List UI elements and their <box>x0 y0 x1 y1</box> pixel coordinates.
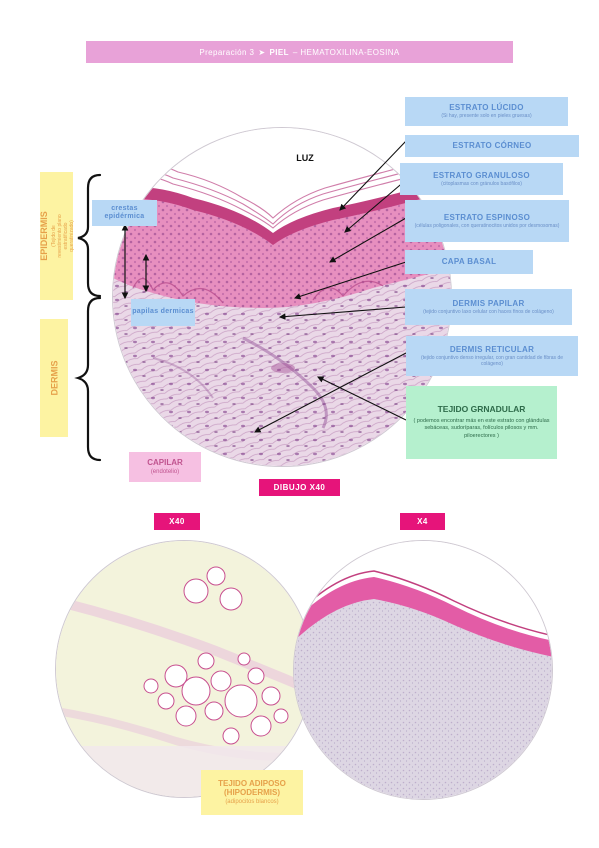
adipose-micrograph <box>55 540 313 798</box>
header-subtitle: – HEMATOXILINA-EOSINA <box>292 47 400 57</box>
label-epidermis: EPIDERMIS (Tejido de revestimiento plano… <box>38 172 75 300</box>
label-tejido-glandular: TEJIDO GRNADULAR ( podemos encontrar más… <box>406 386 557 459</box>
dermis-papilar-sub: (tejido conjuntivo laxo celular con hace… <box>423 308 554 315</box>
epidermis-title: EPIDERMIS <box>38 211 49 261</box>
estrato-lucido-title: ESTRATO LÚCIDO <box>449 103 524 113</box>
capa-basal-title: CAPA BASAL <box>441 257 497 267</box>
dermis-brace <box>74 296 102 462</box>
header-title: PIEL <box>269 47 289 57</box>
label-estrato-granuloso: ESTRATO GRANULOSO (citoplasmas con gránu… <box>400 163 563 195</box>
label-capilar: CAPILAR (endotelio) <box>129 452 201 482</box>
tejido-adiposo-title2: (HIPODERMIS) <box>224 788 280 798</box>
header-arrow: ➤ <box>258 47 266 57</box>
page-header: Preparación 3 ➤ PIEL – HEMATOXILINA-EOSI… <box>86 41 513 63</box>
x4-text: X4 <box>417 516 428 526</box>
tejido-adiposo-title: TEJIDO ADIPOSO <box>218 778 286 788</box>
tejido-glandular-title: TEJIDO GRNADULAR <box>437 403 526 414</box>
tag-x4: X4 <box>400 513 445 530</box>
estrato-espinoso-sub: (células poligonales, con queratinocitos… <box>414 222 560 229</box>
label-dermis-reticular: DERMIS RETICULAR (tejido conjuntivo dens… <box>406 336 578 376</box>
label-estrato-corneo: ESTRATO CÓRNEO <box>405 135 579 157</box>
papilas-title: papilas dermicas <box>132 308 194 316</box>
estrato-espinoso-title: ESTRATO ESPINOSO <box>443 212 531 222</box>
capilar-sub: (endotelio) <box>150 469 180 476</box>
epidermis-sub: (Tejido de revestimiento plano estratifi… <box>50 214 75 258</box>
dermis-title: DERMIS <box>49 360 60 396</box>
estrato-corneo-title: ESTRATO CÓRNEO <box>452 141 532 151</box>
label-estrato-lucido: ESTRATO LÚCIDO (Si hay, presente solo en… <box>405 97 568 126</box>
tag-dibujo-x40: DIBUJO X40 <box>259 479 340 496</box>
estrato-lucido-sub: (Si hay, presente solo en pieles gruesas… <box>441 113 532 120</box>
header-prefix: Preparación 3 <box>199 47 255 57</box>
dermis-reticular-title: DERMIS RETICULAR <box>449 344 535 354</box>
dibujo-x40-text: DIBUJO X40 <box>273 482 326 492</box>
label-papilas: papilas dermicas <box>131 299 195 326</box>
dermis-papilar-title: DERMIS PAPILAR <box>452 298 525 308</box>
epidermis-brace <box>77 173 102 298</box>
crestas-title: crestas epidérmica <box>104 204 145 220</box>
label-dermis-papilar: DERMIS PAPILAR (tejido conjuntivo laxo c… <box>405 289 572 325</box>
label-crestas: crestas epidérmica <box>92 200 157 226</box>
label-estrato-espinoso: ESTRATO ESPINOSO (células poligonales, c… <box>405 200 569 242</box>
x40-text: X40 <box>169 516 185 526</box>
capilar-title: CAPILAR <box>147 457 183 467</box>
tejido-adiposo-sub: (adipocitos blancos) <box>225 799 279 806</box>
x4-micrograph <box>293 540 553 800</box>
label-tejido-adiposo: TEJIDO ADIPOSO (HIPODERMIS) (adipocitos … <box>201 770 303 815</box>
label-capa-basal: CAPA BASAL <box>405 250 533 274</box>
estrato-granuloso-sub: (citoplasmas con gránulos basófilos) <box>441 180 522 187</box>
luz-label: LUZ <box>285 150 325 166</box>
tag-x40: X40 <box>154 513 200 530</box>
adipose-drawing <box>56 541 312 797</box>
label-dermis: DERMIS <box>40 319 68 437</box>
x4-drawing <box>294 541 552 799</box>
luz-text: LUZ <box>296 152 314 163</box>
dermis-reticular-sub: (tejido conjuntivo denso irregular, con … <box>420 354 564 367</box>
tejido-glandular-sub: ( podemos encontrar más en este estrato … <box>413 417 550 439</box>
estrato-granuloso-title: ESTRATO GRANULOSO <box>433 170 530 180</box>
